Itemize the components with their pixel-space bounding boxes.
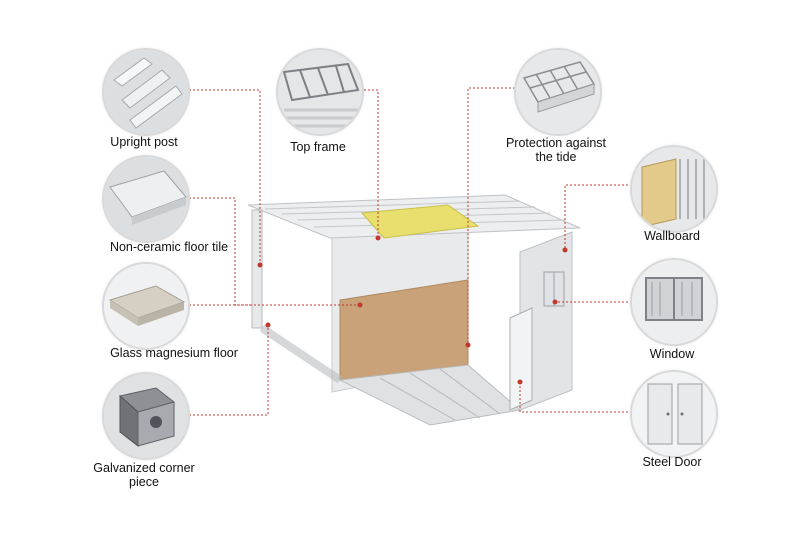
corner-piece-label-line1: Galvanized corner [93, 461, 195, 475]
floor-tile-thumbnail [102, 155, 190, 243]
magnesium-floor-thumbnail [102, 262, 190, 350]
door-shape [509, 307, 533, 411]
corner-piece-thumbnail [102, 372, 190, 460]
protection-label-line1: Protection against [505, 136, 607, 150]
protection-thumbnail [514, 48, 602, 136]
wallboard-thumbnail [630, 145, 718, 233]
window-label: Window [649, 347, 695, 361]
upright-post-thumbnail [102, 48, 190, 136]
insulation-panel [360, 204, 480, 239]
protection-label-line2: the tide [535, 150, 577, 164]
front-post [251, 209, 263, 329]
floor-tile-label: Non-ceramic floor tile [109, 240, 229, 254]
steel-door-thumbnail [630, 370, 718, 458]
steel-door-label: Steel Door [642, 455, 702, 469]
wallboard-label: Wallboard [644, 229, 700, 243]
window-thumbnail [630, 258, 718, 346]
top-frame-thumbnail [276, 48, 364, 136]
upright-post-label: Upright post [110, 135, 178, 149]
corner-piece-label-line2: piece [129, 475, 159, 489]
top-frame-label: Top frame [290, 140, 346, 154]
magnesium-floor-label: Glass magnesium floor [110, 346, 238, 360]
